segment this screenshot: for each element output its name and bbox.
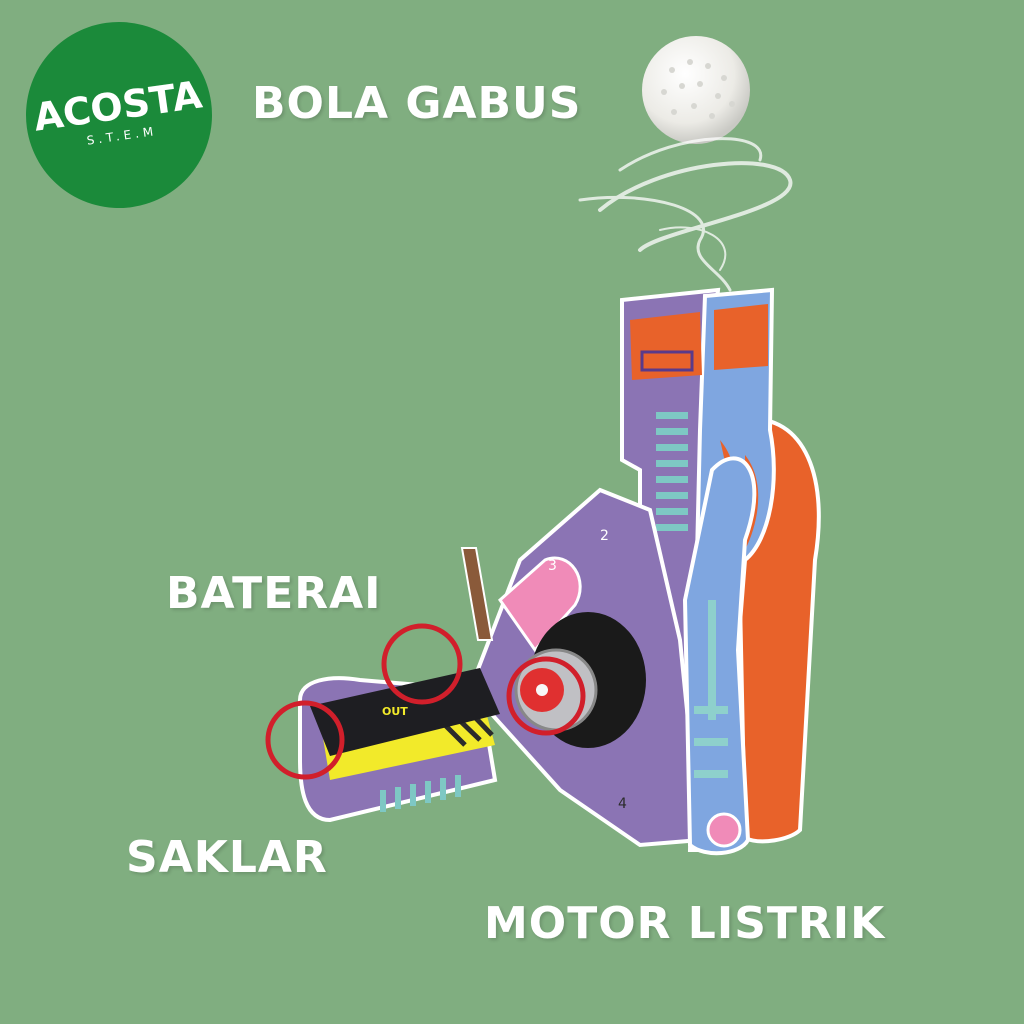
air-swirl bbox=[578, 137, 793, 292]
marking-2: 2 bbox=[600, 528, 609, 544]
label-switch: SAKLAR bbox=[126, 832, 328, 883]
marking-3: 3 bbox=[548, 558, 557, 574]
cork-ball bbox=[642, 36, 750, 144]
highlight-circles bbox=[265, 623, 586, 780]
highlight-switch bbox=[265, 700, 345, 780]
highlight-motor bbox=[506, 656, 586, 736]
label-battery: BATERAI bbox=[166, 568, 382, 619]
highlight-battery bbox=[381, 623, 463, 705]
battery-holder bbox=[298, 668, 500, 823]
label-ball: BOLA GABUS bbox=[252, 78, 582, 129]
marking-4: 4 bbox=[618, 796, 627, 812]
battery-text: OUT bbox=[382, 705, 408, 718]
label-motor: MOTOR LISTRIK bbox=[484, 898, 886, 949]
pink-part bbox=[498, 556, 582, 653]
electric-motor bbox=[514, 612, 646, 748]
blue-front-panel bbox=[682, 456, 757, 856]
front-panel-marks bbox=[694, 600, 728, 778]
switch-lever bbox=[460, 547, 494, 641]
